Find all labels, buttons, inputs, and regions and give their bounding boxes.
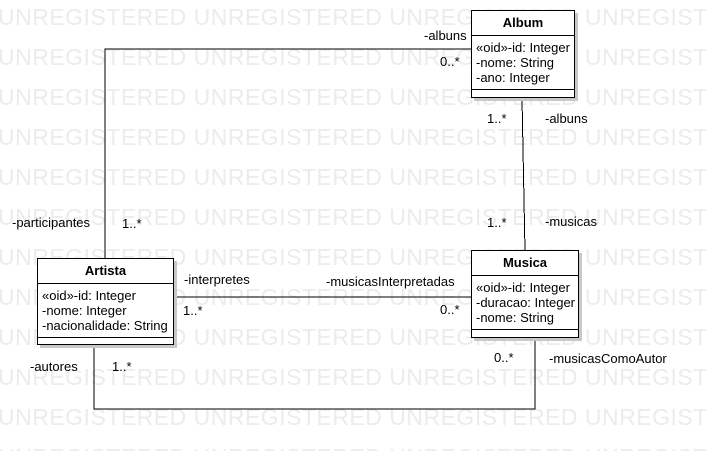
- role-label: -musicas: [545, 214, 598, 229]
- class-artista-operations: [38, 338, 173, 346]
- class-artista-attr: «oid»-id: Integer: [42, 288, 136, 303]
- class-musica-operations: [472, 330, 578, 338]
- multiplicity-label: 1..*: [487, 111, 507, 126]
- assoc-artista-musica-autores: [93, 337, 536, 410]
- class-musica-attr: -duracao: Integer: [476, 295, 576, 310]
- multiplicity-label: 0..*: [440, 302, 460, 317]
- multiplicity-label: 1..*: [487, 215, 507, 230]
- watermark-row: UNREGISTERED UNREGISTERED UNREGISTERED U…: [0, 446, 706, 451]
- class-artista-name: Artista: [38, 259, 173, 284]
- class-artista-attr: -nacionalidade: String: [42, 318, 168, 333]
- multiplicity-label: 1..*: [122, 216, 142, 231]
- role-label: -musicasInterpretadas: [326, 274, 455, 289]
- watermark-row: UNREGISTERED UNREGISTERED UNREGISTERED U…: [0, 204, 706, 230]
- class-album-attr: «oid»-id: Integer: [476, 40, 570, 55]
- multiplicity-label: 0..*: [494, 350, 514, 365]
- class-album-operations: [472, 90, 574, 98]
- watermark-row: UNREGISTERED UNREGISTERED UNREGISTERED U…: [0, 404, 706, 430]
- class-album[interactable]: Album «oid»-id: Integer -nome: String -a…: [471, 10, 575, 98]
- class-musica-attr: «oid»-id: Integer: [476, 280, 570, 295]
- role-label: -albuns: [545, 111, 588, 126]
- assoc-album-musica: [521, 97, 526, 252]
- assoc-artista-album: [104, 48, 472, 258]
- class-album-attr: -nome: String: [476, 55, 555, 70]
- class-album-attr: -ano: Integer: [476, 70, 550, 85]
- role-label: -musicasComoAutor: [549, 351, 667, 366]
- role-label: -autores: [30, 359, 78, 374]
- role-label: -participantes: [12, 215, 91, 230]
- multiplicity-label: 1..*: [112, 359, 132, 374]
- class-album-attributes: «oid»-id: Integer -nome: String -ano: In…: [472, 36, 574, 90]
- multiplicity-label: 0..*: [440, 54, 460, 69]
- class-musica-name: Musica: [472, 251, 578, 276]
- multiplicity-label: 1..*: [183, 303, 203, 318]
- watermark-row: UNREGISTERED UNREGISTERED UNREGISTERED U…: [0, 124, 706, 150]
- watermark-row: UNREGISTERED UNREGISTERED UNREGISTERED U…: [0, 164, 706, 190]
- class-musica-attributes: «oid»-id: Integer -duracao: Integer -nom…: [472, 276, 578, 330]
- class-artista-attributes: «oid»-id: Integer -nome: Integer -nacion…: [38, 284, 173, 338]
- class-musica[interactable]: Musica «oid»-id: Integer -duracao: Integ…: [471, 250, 579, 338]
- role-label: -interpretes: [184, 272, 250, 287]
- watermark-row: UNREGISTERED UNREGISTERED UNREGISTERED U…: [0, 364, 706, 390]
- class-artista[interactable]: Artista «oid»-id: Integer -nome: Integer…: [37, 258, 174, 345]
- class-artista-attr: -nome: Integer: [42, 303, 127, 318]
- role-label: -albuns: [424, 28, 467, 43]
- class-album-name: Album: [472, 11, 574, 36]
- class-musica-attr: -nome: String: [476, 310, 555, 325]
